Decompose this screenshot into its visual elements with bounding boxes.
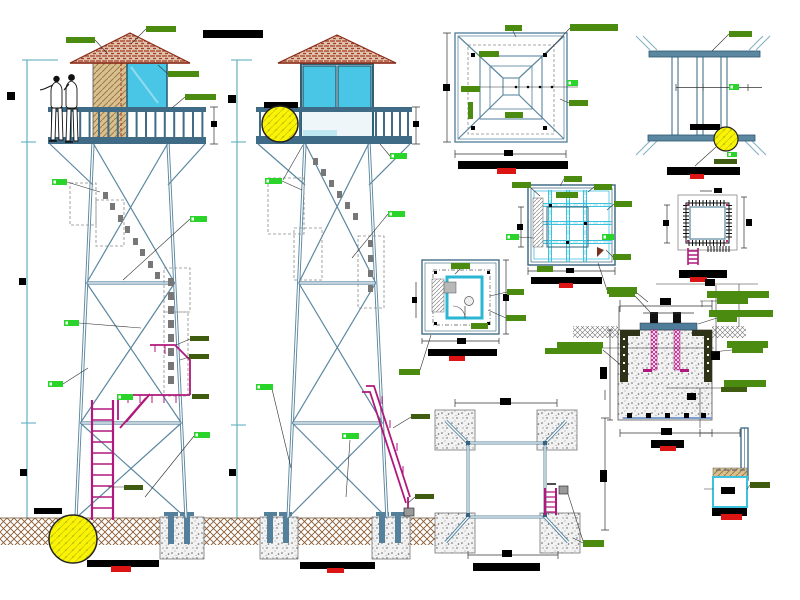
exterior-stair-magenta xyxy=(362,385,415,517)
view-column-section xyxy=(663,188,752,282)
view-base-connection xyxy=(699,427,770,520)
title-bar-framing-plan xyxy=(531,277,602,288)
roof xyxy=(277,34,397,64)
column-section-dimensions xyxy=(663,188,752,249)
framing-grid xyxy=(527,184,616,266)
roof-plan-dimensions xyxy=(443,32,567,158)
detail-bubble xyxy=(713,126,739,152)
column-section xyxy=(677,194,738,265)
title-bar-foundation-plan xyxy=(473,563,540,571)
title-bar-cabin-plan xyxy=(428,349,497,361)
ladder-plan-magenta xyxy=(544,483,569,515)
cabin xyxy=(277,34,397,141)
view-tower-elevation-1 xyxy=(0,26,263,572)
labels-foundation-section xyxy=(545,290,773,392)
cabin-window-right xyxy=(337,65,372,111)
labels-tower-1 xyxy=(48,26,216,498)
labels-cabin-plan xyxy=(399,263,526,375)
view-foundation-section xyxy=(545,279,773,451)
dimension-chain-left xyxy=(228,59,252,521)
labels-roof-plan xyxy=(461,24,618,119)
hidden-stairs xyxy=(69,182,191,397)
hidden-stairs xyxy=(267,158,385,309)
title-bar-base-connection xyxy=(712,508,747,520)
title-bar-tower-1 xyxy=(87,560,159,572)
foundation-beams xyxy=(444,419,570,544)
framing-members xyxy=(635,35,771,156)
tower-lattice xyxy=(49,142,206,519)
view-roof-plan xyxy=(443,24,618,174)
detail-bubble xyxy=(261,105,299,143)
footing-left xyxy=(259,512,299,560)
people-figures xyxy=(39,74,79,143)
view-floor-framing-plan xyxy=(506,176,649,303)
detail-bubble xyxy=(48,514,98,564)
access-ladder-magenta xyxy=(90,400,115,520)
stair-railing-magenta xyxy=(117,344,191,429)
embedded-angles xyxy=(620,330,712,382)
cabin xyxy=(69,32,191,144)
labels-tower-2 xyxy=(256,143,434,504)
footing-right xyxy=(371,512,411,560)
view-framing-elevation xyxy=(635,31,771,179)
base-connection-detail xyxy=(704,427,751,508)
labels-framing xyxy=(694,31,752,167)
scale-bar xyxy=(264,102,298,108)
cabin-plan-structure xyxy=(421,259,500,335)
view-cabin-floor-plan xyxy=(399,259,526,375)
cabin-window-left xyxy=(302,65,337,111)
footing-right xyxy=(159,512,205,560)
title-bar-column-section xyxy=(679,270,727,282)
cabin-plan-dimensions xyxy=(412,259,509,344)
baseplate-and-anchors xyxy=(639,312,698,372)
view-tower-elevation-2 xyxy=(228,34,435,573)
title-bar-framing xyxy=(667,167,740,179)
framing-dimensions xyxy=(517,206,616,275)
title-bar-tower-2 xyxy=(300,562,375,573)
dimension-chain-left xyxy=(7,59,58,526)
title-bar-foundation-section xyxy=(651,440,684,451)
labels-foundation-plan xyxy=(567,493,604,547)
title-bar-roof-plan xyxy=(458,161,568,174)
foundation-section-lines xyxy=(590,283,758,428)
concrete-block xyxy=(617,329,713,421)
scale-bar xyxy=(203,30,263,38)
view-foundation-plan xyxy=(434,390,609,571)
tower-lattice xyxy=(257,142,411,519)
foundation-section-dimensions xyxy=(600,279,720,437)
foundation-plan-dimensions xyxy=(454,390,609,559)
